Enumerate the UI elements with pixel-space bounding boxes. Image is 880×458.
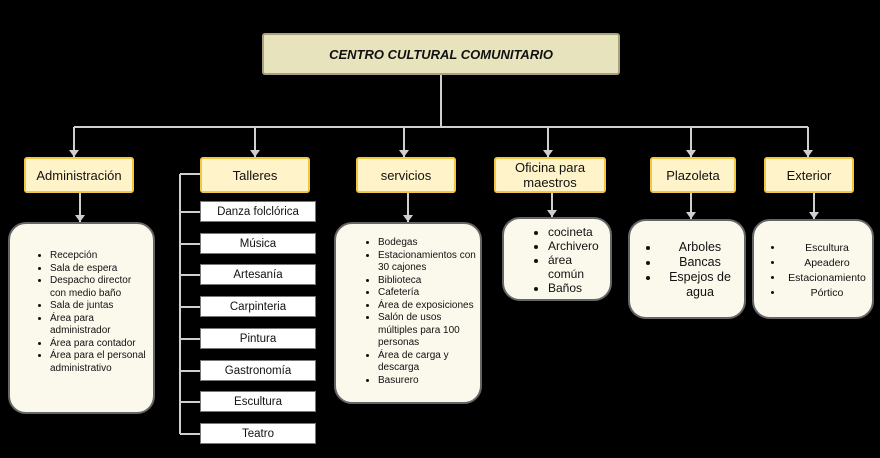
- list-item: Baños: [548, 281, 606, 295]
- category-label: servicios: [380, 167, 432, 183]
- panel-oficina: cocineta Archivero área común Baños: [502, 217, 612, 301]
- category-label: Administración: [36, 167, 122, 183]
- taller-label: Teatro: [242, 427, 274, 440]
- list-item: Área para el personal administrativo: [50, 350, 147, 375]
- taller-item: Música: [200, 233, 316, 254]
- list-item: Apeadero: [784, 256, 870, 271]
- list-item: Pórtico: [784, 286, 870, 301]
- list-item: Salón de usos múltiples para 100 persona…: [378, 312, 476, 350]
- list-item: cocineta: [548, 225, 606, 239]
- category-label: Oficina para maestros: [514, 160, 586, 190]
- list-item: Estacionamientos con 30 cajones: [378, 250, 476, 275]
- taller-item: Carpinteria: [200, 296, 316, 317]
- taller-item: Artesanía: [200, 264, 316, 285]
- root-title: CENTRO CULTURAL COMUNITARIO: [329, 46, 553, 62]
- list-item: Sala de espera: [50, 263, 147, 276]
- list-item: Recepción: [50, 250, 147, 263]
- category-label: Talleres: [232, 167, 278, 183]
- taller-label: Escultura: [234, 395, 282, 408]
- category-administracion: Administración: [24, 157, 134, 193]
- list-item: Escultura: [784, 241, 870, 256]
- list-item: Área de exposiciones: [378, 300, 476, 313]
- taller-item: Teatro: [200, 423, 316, 444]
- oficina-list: cocineta Archivero área común Baños: [532, 225, 606, 295]
- list-item: Espejos de agua: [660, 270, 740, 300]
- taller-label: Gastronomía: [224, 364, 292, 377]
- category-servicios: servicios: [356, 157, 456, 193]
- administracion-list: Recepción Sala de espera Despacho direct…: [34, 250, 147, 375]
- taller-label: Danza folclórica: [217, 205, 299, 218]
- taller-label: Música: [239, 237, 277, 250]
- taller-label: Pintura: [239, 332, 277, 345]
- taller-label: Carpinteria: [229, 300, 287, 313]
- taller-label: Artesanía: [233, 268, 283, 281]
- list-item: Arboles: [660, 240, 740, 255]
- category-exterior: Exterior: [764, 157, 854, 193]
- list-item: Bancas: [660, 255, 740, 270]
- list-item: área común: [548, 253, 606, 281]
- category-talleres: Talleres: [200, 157, 310, 193]
- root-node: CENTRO CULTURAL COMUNITARIO: [262, 33, 620, 75]
- list-item: Área para administrador: [50, 313, 147, 338]
- category-label: Plazoleta: [666, 167, 720, 183]
- category-label: Exterior: [786, 167, 832, 183]
- list-item: Cafetería: [378, 287, 476, 300]
- list-item: Área de carga y descarga: [378, 350, 476, 375]
- panel-plazoleta: Arboles Bancas Espejos de agua: [628, 219, 746, 319]
- taller-item: Escultura: [200, 391, 316, 412]
- panel-servicios: Bodegas Estacionamientos con 30 cajones …: [334, 222, 482, 404]
- list-item: Sala de juntas: [50, 300, 147, 313]
- category-oficina: Oficina para maestros: [494, 157, 606, 193]
- plazoleta-list: Arboles Bancas Espejos de agua: [644, 240, 740, 300]
- list-item: Bodegas: [378, 237, 476, 250]
- panel-exterior: Escultura Apeadero Estacionamiento Pórti…: [752, 219, 874, 319]
- exterior-list: Escultura Apeadero Estacionamiento Pórti…: [770, 241, 870, 301]
- servicios-list: Bodegas Estacionamientos con 30 cajones …: [362, 237, 476, 387]
- taller-item: Danza folclórica: [200, 201, 316, 222]
- taller-item: Gastronomía: [200, 360, 316, 381]
- list-item: Archivero: [548, 239, 606, 253]
- category-plazoleta: Plazoleta: [650, 157, 736, 193]
- list-item: Biblioteca: [378, 275, 476, 288]
- list-item: Área para contador: [50, 338, 147, 351]
- list-item: Despacho director con medio baño: [50, 275, 147, 300]
- taller-item: Pintura: [200, 328, 316, 349]
- panel-administracion: Recepción Sala de espera Despacho direct…: [8, 222, 155, 414]
- list-item: Basurero: [378, 375, 476, 388]
- list-item: Estacionamiento: [784, 271, 870, 286]
